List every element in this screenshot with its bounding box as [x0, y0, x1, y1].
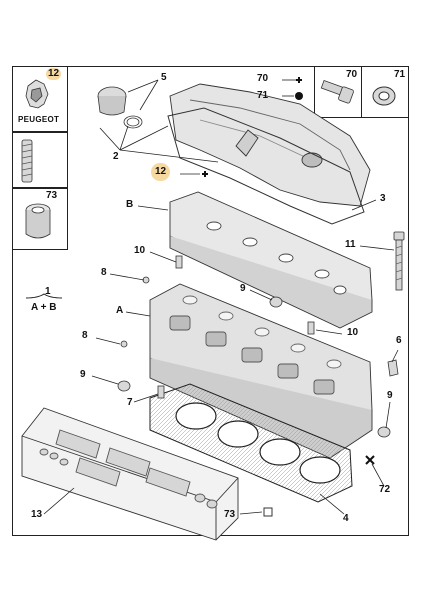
group-number: 1 — [45, 286, 51, 297]
callout-8b: 8 — [82, 330, 88, 341]
callout-5: 5 — [161, 72, 167, 83]
small-parts — [117, 255, 399, 438]
callout-73: 73 — [224, 509, 236, 520]
callout-7: 7 — [127, 397, 133, 408]
bolt-70-icon — [320, 79, 354, 104]
callout-6: 6 — [396, 335, 402, 346]
cylinder-head-cover — [169, 83, 371, 207]
legend-right-divider — [361, 66, 362, 118]
callout-2: 2 — [113, 151, 119, 162]
gasket-kit-box — [21, 407, 239, 541]
legend-label-12: 12 — [46, 68, 62, 80]
cylinder-head — [149, 283, 373, 459]
stud-bolt-icon — [21, 139, 33, 183]
callout-B: B — [126, 199, 134, 210]
callout-10b: 10 — [347, 327, 359, 338]
brand-name: PEUGEOT — [18, 115, 60, 124]
callout-71: 71 — [257, 90, 269, 101]
legend-label-70: 70 — [346, 69, 358, 80]
callout-10a: 10 — [134, 245, 146, 256]
oil-filler-cap — [97, 86, 143, 129]
washer-71-icon — [372, 86, 396, 106]
long-head-bolt — [393, 231, 405, 291]
callout-9c: 9 — [387, 390, 393, 401]
callout-3: 3 — [380, 193, 386, 204]
marker-square-73 — [263, 507, 273, 517]
camshaft-carrier — [169, 191, 373, 329]
legend-ref12-cell — [12, 132, 68, 188]
callout-13: 13 — [31, 509, 43, 520]
legend-label-71: 71 — [394, 69, 406, 80]
callout-12: 12 — [151, 163, 171, 181]
legend-label-73: 73 — [46, 190, 58, 201]
callout-4: 4 — [343, 513, 349, 524]
dowel-sleeve-icon — [25, 203, 51, 239]
callout-72: 72 — [379, 484, 391, 495]
callout-70: 70 — [257, 73, 269, 84]
callout-8a: 8 — [101, 267, 107, 278]
leader-lines — [43, 79, 399, 515]
cover-gasket — [167, 107, 365, 225]
callout-11: 11 — [345, 239, 356, 250]
group-bracket — [25, 293, 63, 299]
head-gasket — [149, 383, 353, 503]
callout-9a: 9 — [240, 283, 246, 294]
callout-9b: 9 — [80, 369, 86, 380]
callout-A: A — [116, 305, 124, 316]
marker-dot-71 — [295, 92, 303, 100]
markers — [202, 77, 375, 465]
peugeot-lion-logo — [25, 79, 49, 109]
group-formula: A + B — [31, 302, 57, 313]
